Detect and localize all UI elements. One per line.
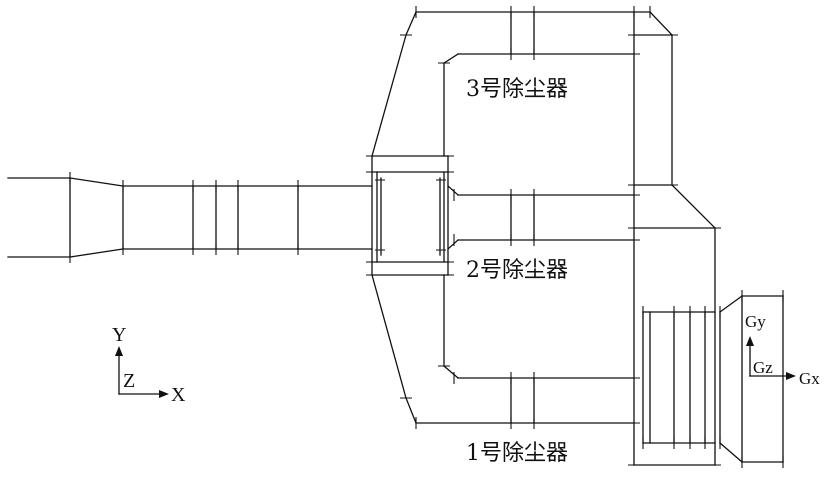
y-axis-label: Y bbox=[112, 324, 126, 346]
x-axis-arrow-icon bbox=[159, 390, 169, 398]
gy-label: Gy bbox=[745, 312, 766, 331]
collector-2-label: 2号除尘器 bbox=[466, 258, 568, 283]
z-axis-label: Z bbox=[123, 370, 135, 392]
inlet-duct bbox=[7, 177, 373, 258]
outlet-collector-duct bbox=[633, 11, 716, 466]
gz-label: Gz bbox=[753, 358, 773, 377]
branch-collector-1 bbox=[371, 274, 635, 424]
branch-collector-3 bbox=[371, 11, 673, 186]
coordinate-axes: Y Z X bbox=[112, 324, 186, 406]
collector-3-label: 3号除尘器 bbox=[466, 77, 568, 102]
x-axis-label: X bbox=[171, 384, 186, 406]
y-axis-arrow-icon bbox=[115, 346, 123, 356]
node-ticks bbox=[69, 6, 784, 468]
gx-label: Gx bbox=[799, 369, 820, 388]
gravity-axes: Gy Gz Gx bbox=[745, 312, 820, 388]
collector-1-label: 1号除尘器 bbox=[466, 441, 568, 466]
branch-collector-2 bbox=[447, 185, 635, 250]
gx-arrow-icon bbox=[786, 372, 796, 380]
outlet-expansion bbox=[642, 295, 784, 463]
gy-arrow-icon bbox=[746, 336, 754, 346]
manifold bbox=[371, 155, 449, 276]
